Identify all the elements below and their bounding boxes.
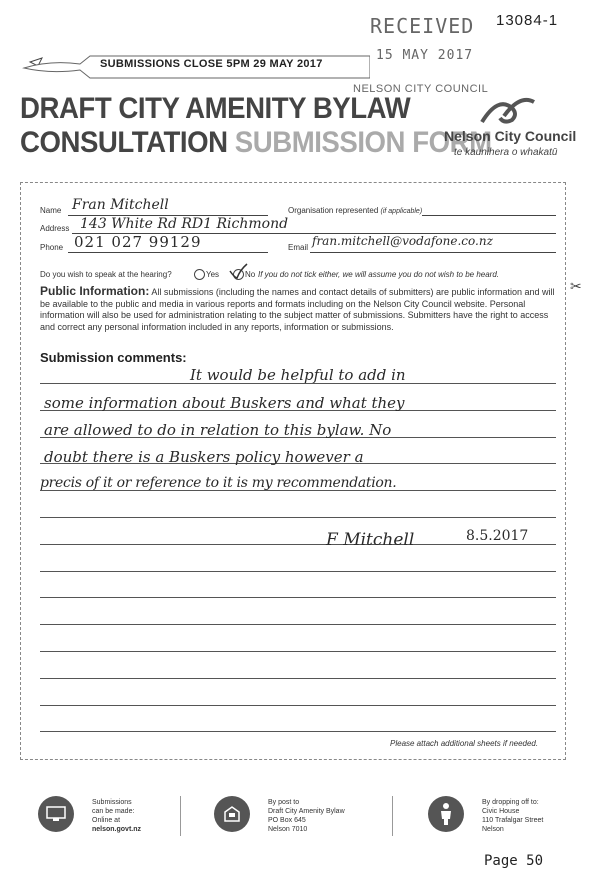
organisation-label-text: Organisation represented: [288, 206, 379, 215]
address-line: [72, 233, 556, 234]
title-submission-form: SUBMISSION FORM: [234, 126, 492, 159]
submission-form-box: [20, 182, 566, 760]
email-field[interactable]: fran.mitchell@vodafone.co.nz: [312, 234, 493, 248]
phone-line: [68, 252, 268, 253]
footer-post-line-1: By post to: [268, 799, 300, 806]
public-info-heading: Public Information:: [40, 284, 150, 298]
address-label: Address: [40, 224, 70, 233]
footer-divider-2: [392, 796, 393, 836]
council-logo-icon: [480, 97, 535, 124]
scissors-icon: ✂: [570, 278, 582, 294]
name-label: Name: [40, 206, 62, 215]
page-title-line2: CONSULTATION SUBMISSION FORM: [20, 126, 492, 160]
footer-online-line-3: Online at: [92, 817, 121, 824]
title-consultation: CONSULTATION: [20, 126, 235, 159]
council-logo-tagline: te kaunihera o whakatū: [454, 147, 558, 158]
name-field[interactable]: Fran Mitchell: [72, 197, 169, 213]
comment-rule: [40, 383, 556, 384]
comment-rule: [40, 597, 556, 599]
email-label: Email: [288, 243, 309, 252]
closing-date-banner: SUBMISSIONS CLOSE 5PM 29 MAY 2017: [100, 58, 323, 70]
footer-divider-1: [180, 796, 181, 836]
organisation-field[interactable]: [422, 215, 556, 216]
comment-rule: [40, 677, 556, 679]
footer-online-line-2: can be made:: [92, 808, 135, 815]
footer-drop-line-3: 110 Trafalgar Street: [482, 817, 544, 824]
footer-drop-line-1: By dropping off to:: [482, 799, 539, 806]
person-icon: [441, 803, 451, 825]
comment-rule: [40, 624, 556, 626]
phone-label: Phone: [40, 243, 64, 252]
reference-number: 13084-1: [496, 12, 559, 29]
attach-note: Please attach additional sheets if neede…: [390, 739, 539, 748]
comment-line-1: It would be helpful to add in: [190, 366, 406, 384]
council-logo-name: Nelson City Council: [444, 128, 577, 144]
comment-rule: [40, 543, 556, 545]
comment-rule: [40, 704, 556, 706]
phone-field[interactable]: 021 027 99129: [74, 233, 202, 251]
comment-line-3: are allowed to do in relation to this by…: [44, 421, 392, 439]
public-info-block: Public Information: All submissions (inc…: [40, 284, 556, 333]
footer-post-line-3: PO Box 645: [268, 817, 306, 824]
footer-post-text: By post to Draft City Amenity Bylaw PO B…: [268, 798, 345, 834]
page-number: Page 50: [484, 853, 544, 869]
public-info-text: All submissions (including the names and…: [40, 287, 555, 332]
organisation-note: (if applicable): [380, 208, 423, 215]
council-stamp: NELSON CITY COUNCIL: [353, 83, 489, 95]
comment-rule: [40, 436, 556, 438]
mailbox-icon: [224, 806, 240, 822]
page-title-line1: DRAFT CITY AMENITY BYLAW: [20, 92, 411, 125]
hearing-no-tick-icon: [229, 263, 248, 279]
comment-rule: [40, 570, 556, 572]
comment-rule: [40, 490, 556, 492]
signature: F Mitchell: [326, 530, 415, 550]
received-stamp: RECEIVED: [370, 14, 475, 38]
comment-rule: [40, 463, 556, 465]
comment-rule: [40, 409, 556, 411]
email-line: [310, 252, 556, 253]
hearing-question: Do you wish to speak at the hearing?: [40, 270, 172, 279]
banner-ribbon: [22, 55, 370, 79]
hearing-no-label: No: [245, 270, 256, 279]
comment-rule: [40, 517, 556, 518]
received-date: 15 MAY 2017: [376, 48, 474, 63]
footer-online-link[interactable]: nelson.govt.nz: [92, 826, 141, 833]
hearing-note: If you do not tick either, we will assum…: [258, 270, 500, 279]
footer-online-text: Submissions can be made: Online at nelso…: [92, 798, 141, 834]
footer-drop-text: By dropping off to: Civic House 110 Traf…: [482, 798, 543, 834]
comment-line-5: precis of it or reference to it is my re…: [40, 475, 397, 491]
name-line: [68, 215, 268, 216]
address-field[interactable]: 143 White Rd RD1 Richmond: [80, 216, 289, 232]
footer-drop-line-4: Nelson: [482, 826, 504, 833]
comment-line-4: doubt there is a Buskers policy however …: [44, 448, 364, 466]
comments-heading: Submission comments:: [40, 350, 187, 365]
footer-post-line-4: Nelson 7010: [268, 826, 308, 833]
footer-post-line-2: Draft City Amenity Bylaw: [268, 808, 345, 815]
footer-drop-line-2: Civic House: [482, 808, 520, 815]
computer-icon: [46, 806, 66, 821]
hearing-yes-radio[interactable]: [194, 269, 205, 280]
hearing-yes-label: Yes: [206, 270, 220, 279]
comment-rule: [40, 731, 556, 733]
comment-line-2: some information about Buskers and what …: [44, 394, 405, 412]
signature-date: 8.5.2017: [466, 528, 529, 544]
organisation-label: Organisation represented (if applicable): [288, 206, 422, 215]
comment-rule: [40, 651, 556, 652]
footer-online-icon: [38, 796, 74, 832]
footer-online-line-1: Submissions: [92, 799, 132, 806]
